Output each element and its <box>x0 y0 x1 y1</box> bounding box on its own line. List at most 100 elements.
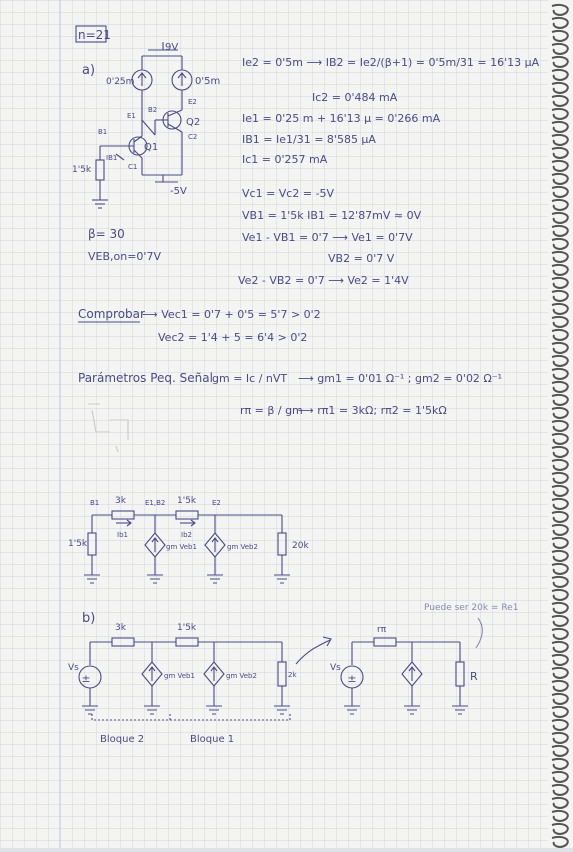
spiral-coil <box>551 341 569 354</box>
spiral-coil <box>551 380 569 393</box>
small-signal-circuit <box>84 510 290 584</box>
eq-source-sign: ± <box>347 672 356 685</box>
spiral-coil <box>551 783 569 796</box>
eq-ic2: Ic2 = 0'484 mA <box>312 91 398 104</box>
spiral-coil <box>551 315 569 328</box>
ss-e2-node: E2 <box>212 499 221 507</box>
spiral-coil <box>551 224 569 237</box>
ss-gm1-label: gm Veb1 <box>166 543 197 551</box>
ss-r15k-label: 1'5k <box>177 496 197 506</box>
spiral-coil <box>551 55 569 68</box>
spiral-coil <box>551 211 569 224</box>
eq-r-label: R <box>470 670 478 683</box>
note-text: Puede ser 20k = Re1 <box>424 603 518 613</box>
spiral-coil <box>551 666 569 679</box>
spiral-coil <box>551 809 569 822</box>
spiral-coil <box>551 94 569 107</box>
problem-number-box <box>75 25 107 43</box>
source1-label: 0'25m <box>106 77 134 87</box>
spiral-coil <box>551 458 569 471</box>
spiral-coil <box>551 510 569 523</box>
ss-rb-label: 1'5k <box>68 539 88 549</box>
spiral-coil <box>551 562 569 575</box>
spiral-coil <box>551 237 569 250</box>
spiral-coil <box>551 302 569 315</box>
small-signal-params: Parámetros Peq. Señal gm = Ic / nVT ⟶ gm… <box>78 371 502 417</box>
eq-ie2: Ie2 = 0'5m ⟶ IB2 = Ie2/(β+1) = 0'5m/31 =… <box>242 56 540 69</box>
rpi-formula: rπ = β / gm <box>240 404 303 417</box>
spiral-coil <box>551 16 569 29</box>
spiral-coil <box>551 588 569 601</box>
part-b-labels: ± ± Vs 3k 1'5k gm Veb1 gm Veb2 2k Bloque… <box>68 603 518 745</box>
c1-node: C1 <box>128 163 137 171</box>
spiral-coil <box>551 796 569 809</box>
ss-r3k-label: 3k <box>115 496 127 506</box>
spiral-coil <box>551 133 569 146</box>
spiral-coil <box>551 81 569 94</box>
spiral-coil <box>551 497 569 510</box>
pb-gm1-label: gm Veb1 <box>164 672 195 680</box>
spiral-coil <box>551 289 569 302</box>
ss-ib2-label: Ib2 <box>181 531 192 539</box>
part-b-label: b) <box>82 611 95 626</box>
q1-label: Q1 <box>144 142 158 153</box>
transistor-circuit <box>92 42 193 209</box>
spiral-coil <box>551 471 569 484</box>
q2-label: Q2 <box>186 117 200 128</box>
eq-vb2: VB2 = 0'7 V <box>328 252 395 265</box>
spiral-coil <box>551 640 569 653</box>
spiral-coil <box>551 731 569 744</box>
eq-vc: Vc1 = Vc2 = -5V <box>242 187 335 200</box>
eq-ic1: Ic1 = 0'257 mA <box>242 153 328 166</box>
vec2-check: Vec2 = 1'4 + 5 = 6'4 > 0'2 <box>158 331 307 344</box>
spiral-coil <box>551 445 569 458</box>
ss-ib1-label: Ib1 <box>117 531 128 539</box>
spiral-coil <box>551 549 569 562</box>
spiral-coil <box>551 705 569 718</box>
spiral-coil <box>551 250 569 263</box>
spiral-coil <box>551 523 569 536</box>
vee-label: -5V <box>170 186 187 197</box>
problem-number: n=21 <box>78 28 111 42</box>
spiral-coil <box>551 432 569 445</box>
pb-source-sign: ± <box>81 672 90 685</box>
spiral-coil <box>551 172 569 185</box>
spiral-coil <box>551 822 569 835</box>
comprobar-label: Comprobar <box>78 307 145 321</box>
pps-label: Parámetros Peq. Señal <box>78 371 213 385</box>
pb-r15k-label: 1'5k <box>177 623 197 633</box>
part-a-label: a) <box>82 63 95 78</box>
bloque1-label: Bloque 1 <box>190 734 234 745</box>
spiral-coil <box>551 601 569 614</box>
eq-ve1: Ve1 - VB1 = 0'7 ⟶ Ve1 = 0'7V <box>242 231 413 244</box>
spiral-coil <box>551 328 569 341</box>
spiral-coil <box>551 484 569 497</box>
spiral-coil <box>551 185 569 198</box>
spiral-coil <box>551 575 569 588</box>
bloque2-label: Bloque 2 <box>100 734 144 745</box>
vcc-label: 9V <box>165 42 178 53</box>
eq-ie1: Ie1 = 0'25 m + 16'13 µ = 0'266 mA <box>242 112 441 125</box>
e2-node: E2 <box>188 98 197 106</box>
gm-results: ⟶ gm1 = 0'01 Ω⁻¹ ; gm2 = 0'02 Ω⁻¹ <box>298 372 502 385</box>
spiral-coil <box>551 835 569 848</box>
spiral-binding <box>551 3 569 848</box>
spiral-coil <box>551 276 569 289</box>
spiral-coil <box>551 107 569 120</box>
spiral-coil <box>551 120 569 133</box>
verification-section: Comprobar ⟶ Vec1 = 0'7 + 0'5 = 5'7 > 0'2… <box>78 307 321 344</box>
spiral-coil <box>551 770 569 783</box>
spiral-coil <box>551 627 569 640</box>
spiral-coil <box>551 419 569 432</box>
spiral-coil <box>551 3 569 16</box>
c2-node: C2 <box>188 133 197 141</box>
spiral-coil <box>551 692 569 705</box>
eq-vb1: VB1 = 1'5k IB1 = 12'87mV ≈ 0V <box>242 209 422 222</box>
pb-r3k-label: 3k <box>115 623 127 633</box>
eq-vs-label: Vs <box>330 663 341 673</box>
spiral-coil <box>551 744 569 757</box>
spiral-coil <box>551 653 569 666</box>
pb-gm2-label: gm Veb2 <box>226 672 257 680</box>
eq-ve2: Ve2 - VB2 = 0'7 ⟶ Ve2 = 1'4V <box>238 274 409 287</box>
